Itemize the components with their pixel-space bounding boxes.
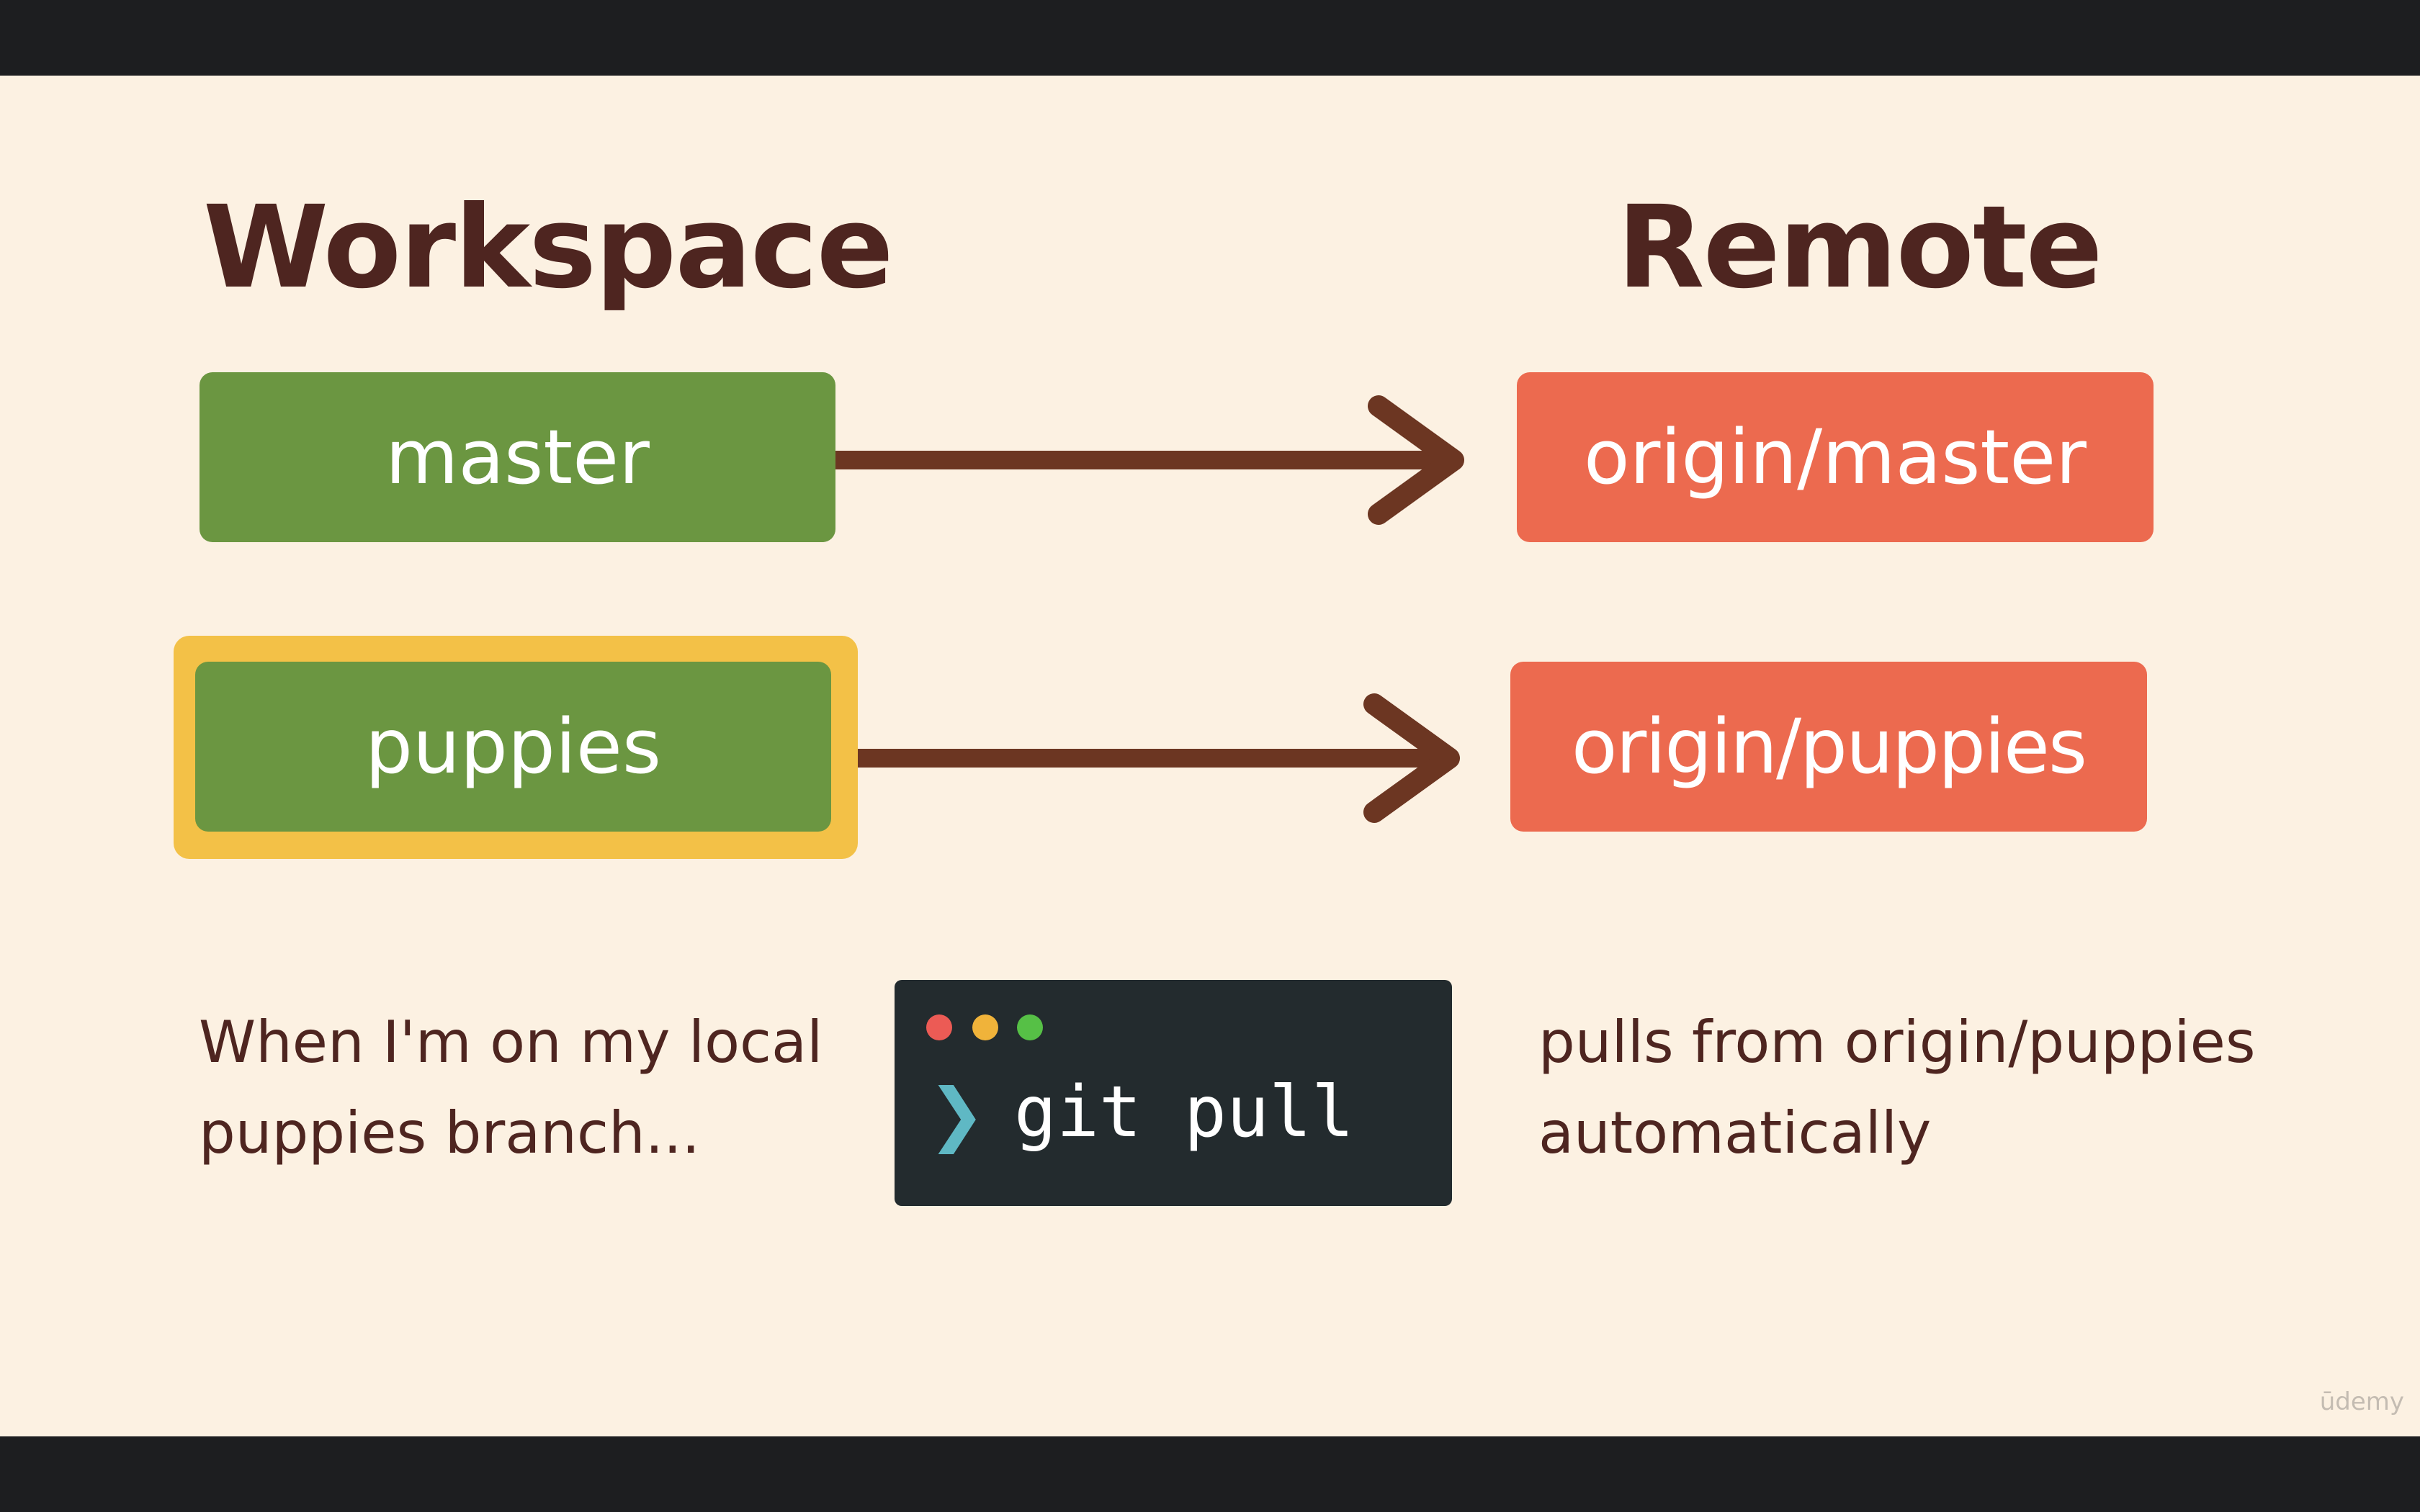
close-dot-icon	[926, 1014, 952, 1040]
local-branch-puppies: puppies	[195, 662, 831, 832]
top-letterbox-bar	[0, 0, 2420, 76]
slide: Workspace Remote master puppies origin/m…	[0, 76, 2420, 1436]
left-caption-line: puppies branch...	[199, 1099, 700, 1166]
remote-branch-origin-master: origin/master	[1517, 372, 2154, 542]
left-caption-line: When I'm on my local	[199, 1009, 823, 1076]
udemy-watermark: ūdemy	[2319, 1387, 2404, 1416]
minimize-dot-icon	[972, 1014, 998, 1040]
terminal-command: git pull	[1014, 1071, 1355, 1153]
left-caption: When I'm on my local puppies branch...	[199, 997, 823, 1179]
local-branch-master: master	[200, 372, 835, 542]
bottom-letterbox-bar	[0, 1436, 2420, 1512]
workspace-heading: Workspace	[203, 181, 894, 314]
right-caption-line: automatically	[1538, 1099, 1932, 1166]
right-caption: pulls from origin/puppies automatically	[1538, 997, 2256, 1179]
arrow-master-to-origin-master	[835, 395, 1464, 525]
arrow-puppies-to-origin-puppies	[858, 693, 1460, 823]
remote-heading: Remote	[1617, 181, 2103, 314]
remote-branch-origin-puppies: origin/puppies	[1510, 662, 2147, 832]
chevron-right-icon: ❯	[928, 1074, 986, 1154]
right-caption-line: pulls from origin/puppies	[1538, 1009, 2256, 1076]
maximize-dot-icon	[1017, 1014, 1043, 1040]
terminal-window: ❯ git pull	[895, 980, 1452, 1206]
tracking-arrows	[835, 395, 1464, 823]
